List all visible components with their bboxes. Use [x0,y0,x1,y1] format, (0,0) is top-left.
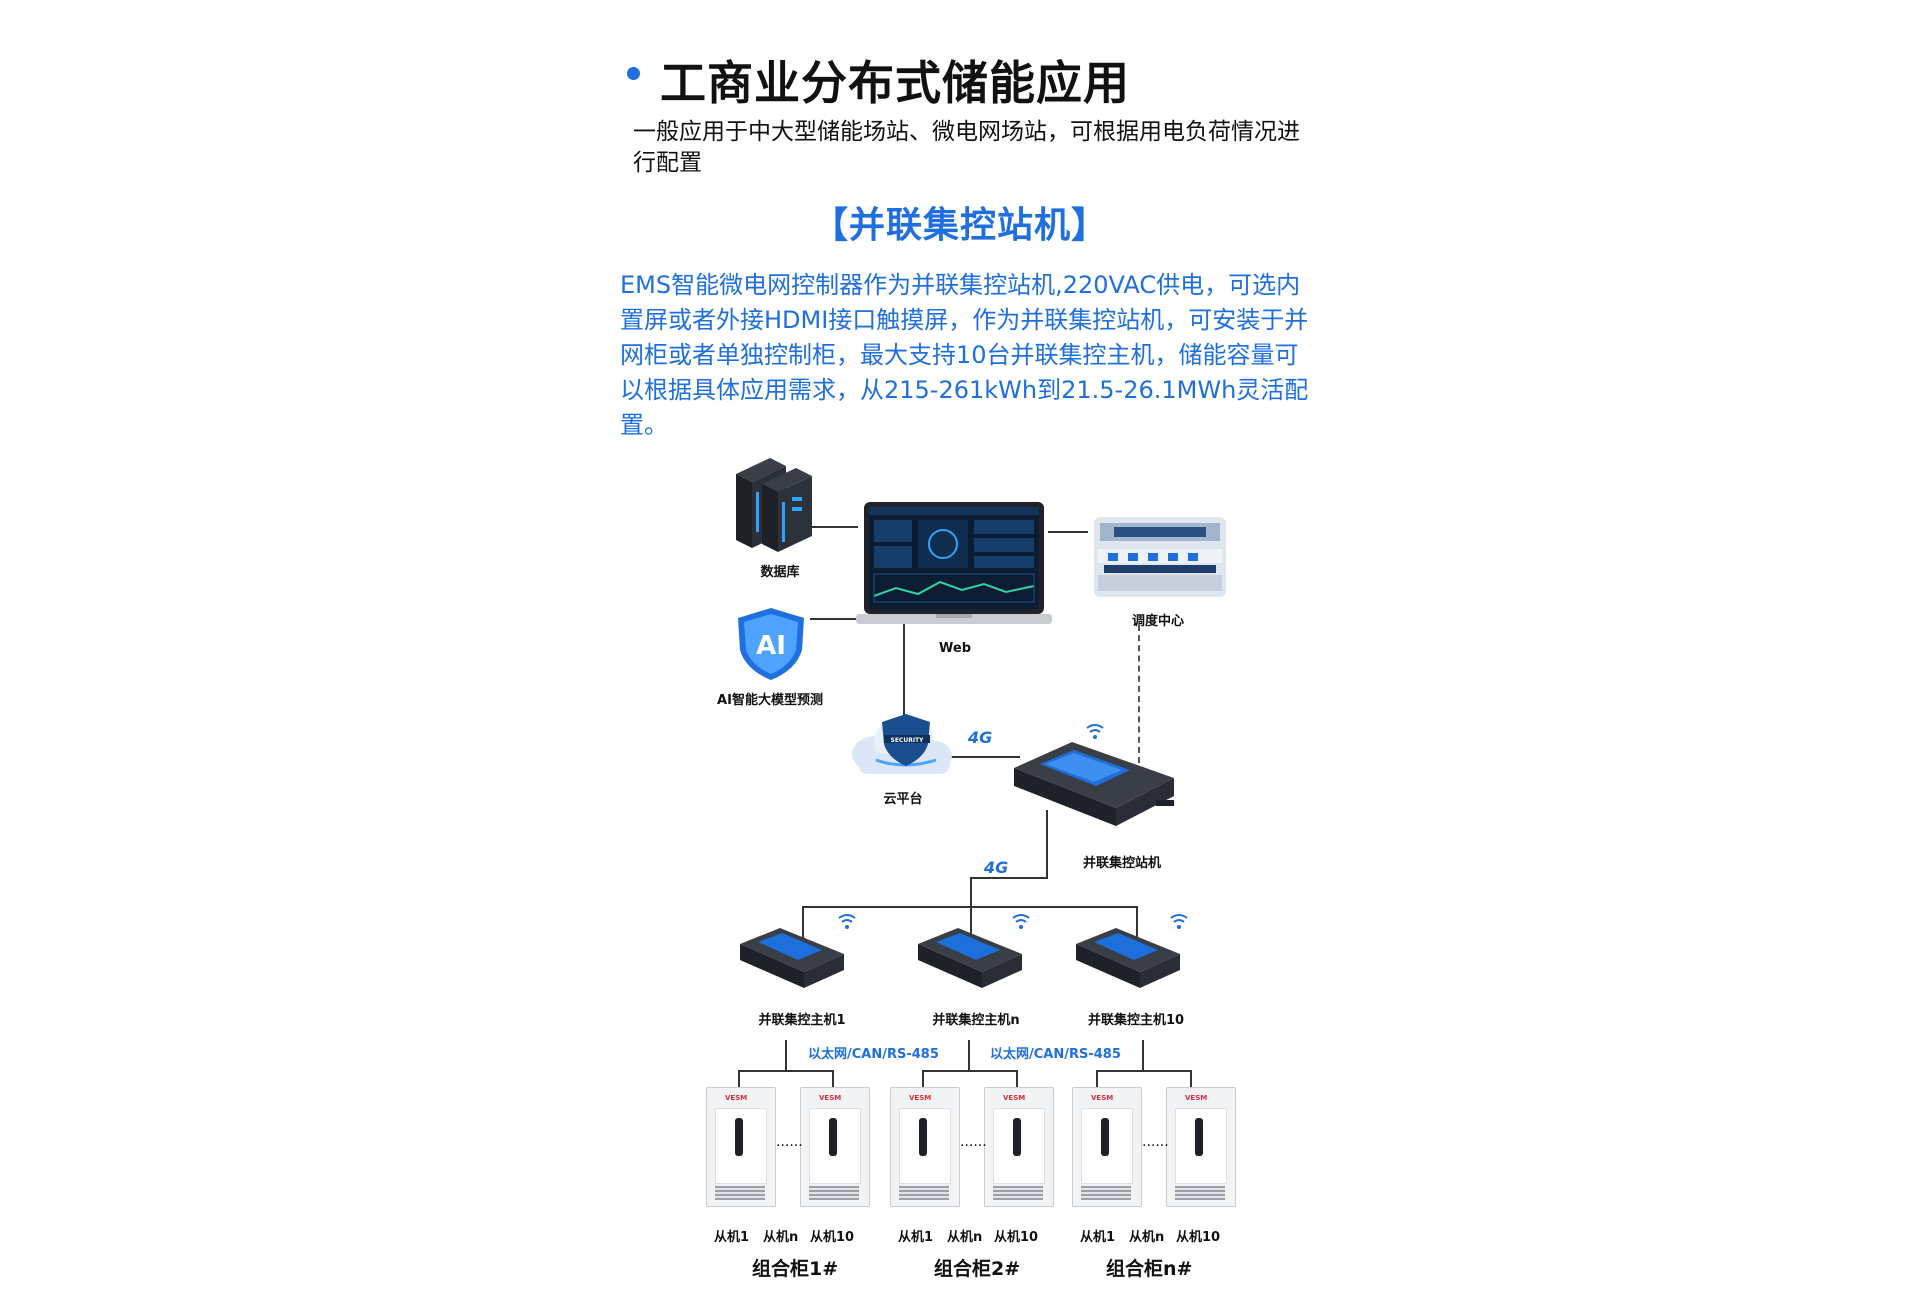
host-controller-1 [740,928,844,988]
cabinet-vent [809,1186,859,1200]
cabinet-display-strip [735,1118,743,1156]
label-cloud: 云平台 [883,792,923,807]
wifi-icon-host-n [1012,914,1030,929]
line-web-dispatch [1048,531,1088,533]
cabinet-display-strip [1101,1118,1109,1156]
bullet-dot [627,67,640,80]
cabinet-display-strip [1195,1118,1203,1156]
label-bus-1: 以太网/CAN/RS-485 [808,1047,939,1062]
label-station: 并联集控站机 [1082,856,1161,871]
cabinet-display-strip [919,1118,927,1156]
cabinet-g3-slave-10: VESM [1166,1087,1236,1207]
label-group-2: 组合柜2# [934,1258,1021,1280]
cabinet-brand: VESM [909,1094,932,1102]
cabinet-brand: VESM [1003,1094,1026,1102]
label-web: Web [939,641,971,656]
dots-g3: ...... [1142,1134,1169,1150]
station-controller-device [1014,742,1174,826]
line-g3-bar [1096,1070,1192,1072]
cabinet-vent [993,1186,1043,1200]
ai-shield-text: AI [756,631,786,661]
cabinet-display-strip [1013,1118,1021,1156]
label-g3-slave-10: 从机10 [1176,1230,1221,1245]
line-db-web [808,526,858,528]
line-host1-drop [802,906,804,940]
line-g3-right [1190,1070,1192,1088]
line-cloud-station [950,756,1020,758]
label-g3-slave-n: 从机n [1129,1230,1165,1245]
label-host-n: 并联集控主机n [932,1013,1020,1028]
cabinet-vent [1175,1186,1225,1200]
line-hostn-drop [970,906,972,940]
cabinet-g1-slave-10: VESM [800,1087,870,1207]
dispatch-center-image [1094,517,1226,597]
cabinet-g3-slave-1: VESM [1072,1087,1142,1207]
label-group-1: 组合柜1# [752,1258,839,1280]
laptop-web-icon [856,502,1052,624]
label-g1-slave-10: 从机10 [810,1230,855,1245]
label-g2-slave-10: 从机10 [994,1230,1039,1245]
cabinet-brand: VESM [1091,1094,1114,1102]
ai-shield-icon: AI [738,608,804,680]
cabinet-brand: VESM [819,1094,842,1102]
line-g2-bar [922,1070,1018,1072]
cabinet-display-strip [829,1118,837,1156]
cabinet-g1-slave-1: VESM [706,1087,776,1207]
label-bus-2: 以太网/CAN/RS-485 [990,1047,1121,1062]
dots-g2: ...... [960,1134,987,1150]
section-title: 【并联集控站机】 [811,205,1108,246]
cabinet-vent [715,1186,765,1200]
line-g2-left [922,1070,924,1088]
dashed-line-dispatch [1138,625,1140,763]
line-g1-bar [738,1070,834,1072]
cabinet-vent [899,1186,949,1200]
signal-4g-bottom: 4G [984,858,1009,877]
line-ai-web [810,618,858,620]
cabinet-brand: VESM [1185,1094,1208,1102]
cabinet-brand: VESM [725,1094,748,1102]
security-text: SECURITY [891,737,925,744]
label-host-10: 并联集控主机10 [1087,1013,1185,1028]
cabinet-vent [1081,1186,1131,1200]
wifi-icon-station [1086,724,1104,739]
wifi-icon-host-1 [838,914,856,929]
label-g2-slave-1: 从机1 [898,1230,934,1245]
line-g2-right [1016,1070,1018,1088]
database-server-icon [736,458,812,552]
label-database: 数据库 [760,565,800,580]
host-controller-10 [1076,928,1180,988]
line-g3-left [1096,1070,1098,1088]
page-subtitle: 一般应用于中大型储能场站、微电网场站，可根据用电负荷情况进行配置 [633,119,1300,176]
label-g1-slave-1: 从机1 [714,1230,750,1245]
line-hub-vertical [970,877,972,907]
line-g3-up [1142,1040,1144,1070]
label-ai: AI智能大模型预测 [717,693,823,708]
page-title: 工商业分布式储能应用 [660,56,1130,110]
label-dispatch: 调度中心 [1131,614,1184,629]
host-controller-n [918,928,1022,988]
label-group-n: 组合柜n# [1106,1258,1193,1280]
line-hub-horizontal [970,877,1048,879]
label-g3-slave-1: 从机1 [1080,1230,1116,1245]
label-g2-slave-n: 从机n [947,1230,983,1245]
section-description: EMS智能微电网控制器作为并联集控站机,220VAC供电，可选内置屏或者外接HD… [620,271,1309,439]
dots-g1: ...... [776,1134,803,1150]
line-g1-right [832,1070,834,1088]
cloud-platform-icon: SECURITY [852,714,952,774]
line-g2-up [968,1040,970,1070]
label-host-1: 并联集控主机1 [758,1013,846,1028]
wifi-icon-host-10 [1170,914,1188,929]
line-web-cloud [903,620,905,718]
line-g1-up [785,1040,787,1070]
line-host10-drop [1136,906,1138,940]
cabinet-g2-slave-10: VESM [984,1087,1054,1207]
line-g1-left [738,1070,740,1088]
label-g1-slave-n: 从机n [763,1230,799,1245]
cabinet-g2-slave-1: VESM [890,1087,960,1207]
signal-4g-top: 4G [968,728,993,747]
line-station-down [1046,810,1048,878]
